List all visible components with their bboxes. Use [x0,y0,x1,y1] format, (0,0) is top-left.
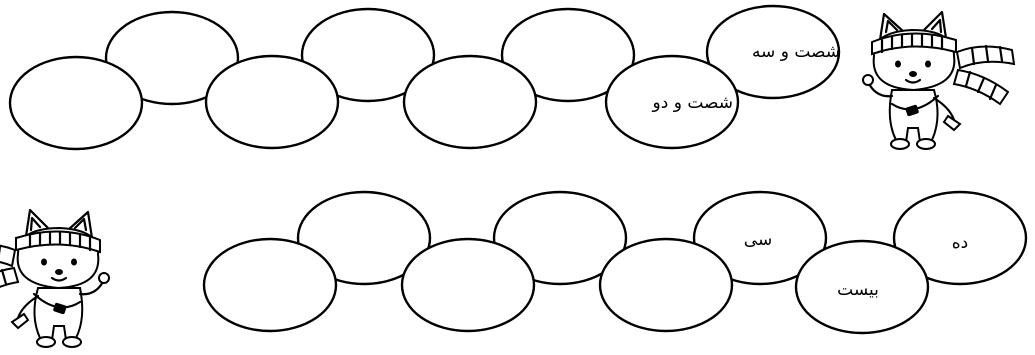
top-oval-label-2: شصت و دو [652,93,733,113]
top-oval-label-1: شصت و سه [752,42,840,62]
bottom-oval-label-3: سی [744,230,772,250]
bottom-oval-row: ده بیست سی [204,192,1026,333]
raccoon-mascot-icon-top [863,12,1014,149]
bottom-oval-5[interactable] [600,239,732,331]
bottom-oval-label-1: ده [952,233,968,253]
top-oval-5[interactable] [206,56,338,148]
top-oval-3[interactable] [10,57,142,149]
bottom-oval-1[interactable] [204,239,336,331]
top-oval-7[interactable] [404,56,536,148]
top-oval-row: شصت و سه شصت و دو [10,6,840,149]
raccoon-mascot-icon-bottom [0,210,109,347]
bottom-oval-label-2: بیست [837,280,879,300]
bottom-oval-3[interactable] [402,239,534,331]
